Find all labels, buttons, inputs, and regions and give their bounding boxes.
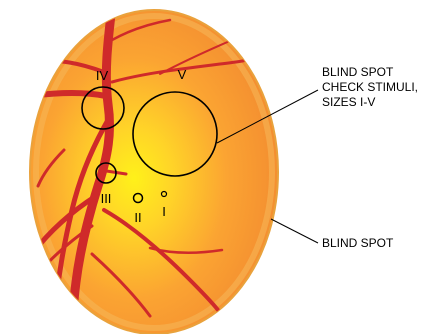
blind-spot-disc [30,10,278,334]
callout-stimuli: BLIND SPOT CHECK STIMULI, SIZES I-V [322,65,421,109]
label-iv: IV [96,68,109,83]
label-ii: II [134,210,141,225]
callout-stimuli-line-3: SIZES I-V [322,95,375,109]
label-i: I [162,204,166,219]
callout-line-blind-spot [271,219,318,243]
callout-stimuli-line-2: CHECK STIMULI, [322,80,418,94]
callout-stimuli-line-1: BLIND SPOT [322,65,394,79]
callout-blind-spot: BLIND SPOT [322,236,394,250]
label-iii: III [101,191,112,206]
label-v: V [178,67,187,82]
